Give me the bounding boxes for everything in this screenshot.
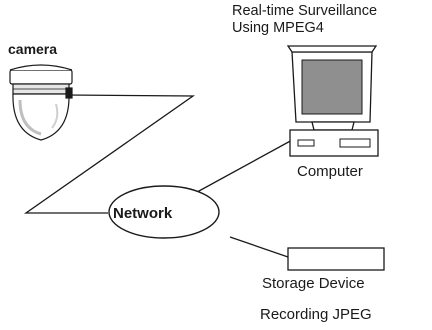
- computer-caption-line1: Real-time Surveillance: [232, 3, 378, 19]
- network-label: Network: [113, 205, 173, 222]
- network-to-storage-line: [229, 236, 289, 258]
- computer-caption-line2: Using MPEG4: [232, 20, 324, 36]
- computer-caption: Real-time Surveillance Using MPEG4: [232, 3, 377, 37]
- network-node: [108, 185, 220, 239]
- connection-lines: [23, 94, 295, 258]
- storage-device-icon: [287, 247, 385, 271]
- camera-label: camera: [8, 41, 58, 57]
- camera-icon: [9, 64, 73, 141]
- camera-to-network-line: [23, 94, 196, 214]
- storage-device-label: Storage Device: [262, 275, 365, 292]
- network-to-computer-line: [187, 138, 295, 198]
- computer-label: Computer: [297, 163, 363, 180]
- computer-icon: [286, 45, 379, 157]
- computer-screen: [301, 59, 363, 115]
- storage-caption: Recording JPEG: [260, 306, 372, 323]
